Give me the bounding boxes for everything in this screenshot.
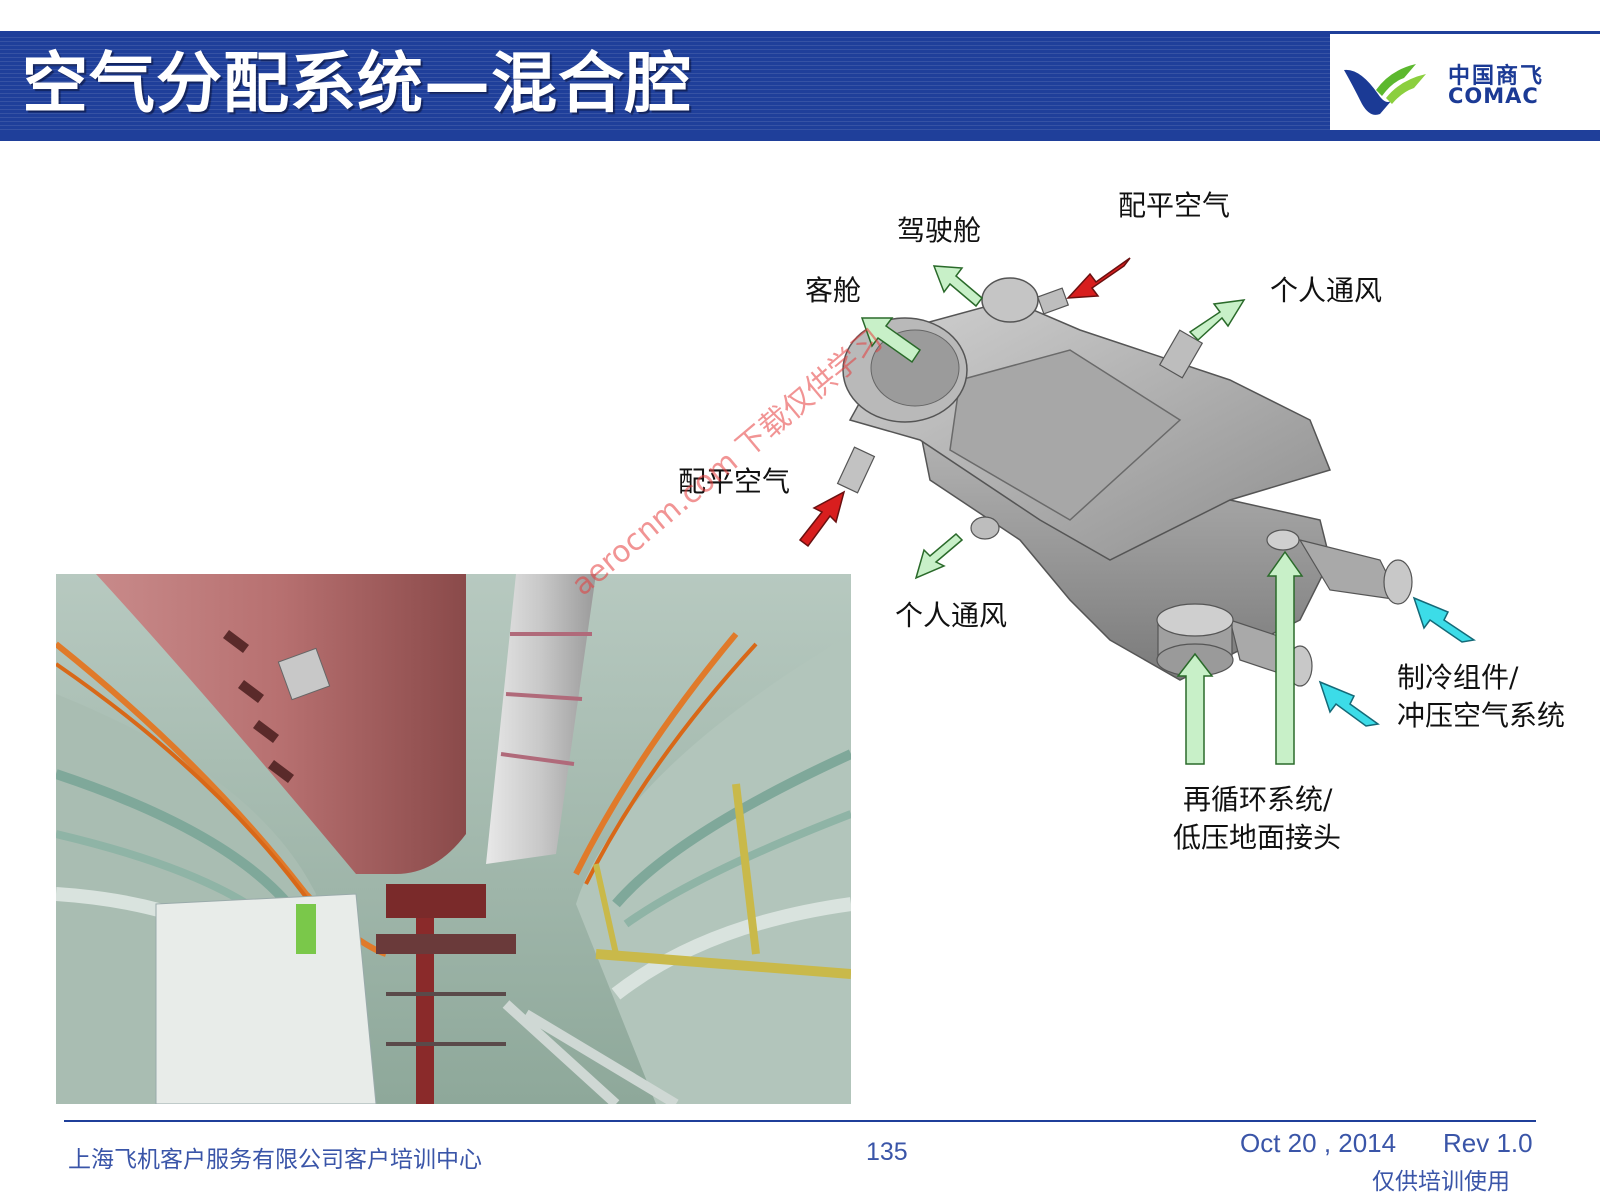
label-pack-line2: 冲压空气系统 xyxy=(1397,699,1566,732)
logo-chinese-text: 中国商飞 xyxy=(1448,64,1545,89)
footer-revision: Rev 1.0 xyxy=(1443,1128,1533,1158)
label-cabin: 客舱 xyxy=(805,274,862,307)
arrow-gasper-top xyxy=(1188,299,1246,342)
mix-manifold xyxy=(836,277,1413,687)
logo-english-text: COMAC xyxy=(1448,84,1539,108)
comac-logo: 中国商飞 COMAC xyxy=(1330,34,1600,130)
arrow-cabin-outflow xyxy=(860,317,922,364)
footer-training-note: 仅供培训使用 xyxy=(1372,1169,1510,1195)
label-trim-air-top: 配平空气 xyxy=(1118,189,1231,222)
arrow-recirc-left xyxy=(1176,652,1214,765)
footer-rule xyxy=(64,1120,1536,1122)
header-top-rule xyxy=(0,31,1600,34)
arrow-gasper-bottom xyxy=(914,532,964,580)
installation-photo-image xyxy=(56,574,851,1104)
arrow-cockpit-outflow xyxy=(932,265,984,308)
arrow-pack-upper xyxy=(1412,596,1476,643)
arrow-pack-lower xyxy=(1318,680,1380,727)
page-number: 135 xyxy=(866,1138,908,1166)
label-pack-line1: 制冷组件/ xyxy=(1397,661,1519,694)
installation-photo xyxy=(56,574,851,1104)
label-trim-air-left: 配平空气 xyxy=(678,465,791,498)
slide-title: 空气分配系统—混合腔 xyxy=(22,45,692,122)
comac-wing-icon xyxy=(1344,64,1426,115)
footer-date: Oct 20 , 2014 xyxy=(1240,1128,1397,1158)
label-recirc-line1: 再循环系统/ xyxy=(1183,783,1333,816)
arrow-trim-air-top xyxy=(1066,257,1131,299)
footer-company: 上海飞机客户服务有限公司客户培训中心 xyxy=(68,1147,482,1173)
label-gasper-top: 个人通风 xyxy=(1270,274,1383,307)
label-gasper-bottom: 个人通风 xyxy=(895,599,1008,632)
header-bottom-rule xyxy=(0,130,1600,141)
label-recirc-line2: 低压地面接头 xyxy=(1173,821,1342,854)
arrow-trim-air-left xyxy=(798,490,846,548)
label-cockpit: 驾驶舱 xyxy=(897,214,982,247)
arrow-recirc-right xyxy=(1266,550,1304,765)
title-bar: 空气分配系统—混合腔 xyxy=(0,34,1330,130)
